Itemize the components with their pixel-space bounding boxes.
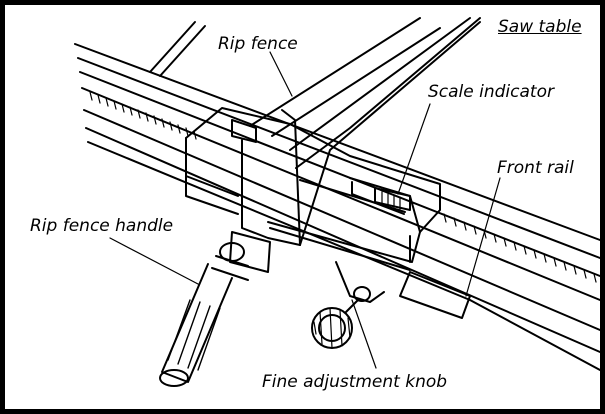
leader-scale xyxy=(397,103,431,195)
fence-head-drawing xyxy=(185,107,441,271)
rip-fence-handle-drawing xyxy=(159,231,271,387)
rip-fence-label: Rip fence xyxy=(218,34,298,54)
saw-table-label: Saw table xyxy=(498,17,582,37)
leader-knob xyxy=(351,299,377,369)
fine-adjustment-knob-label: Fine adjustment knob xyxy=(262,372,448,392)
leader-rip-fence xyxy=(269,51,293,97)
front-rail-label: Front rail xyxy=(497,158,574,178)
leader-lines xyxy=(109,51,501,369)
rip-fence-drawing xyxy=(249,17,481,246)
rail-scale-right xyxy=(443,213,597,283)
leader-handle xyxy=(109,237,199,285)
rail-scale-left xyxy=(89,91,197,140)
front-rail-drawing xyxy=(74,21,601,371)
leader-front-rail xyxy=(465,177,501,297)
fine-adjustment-knob-drawing xyxy=(311,261,385,349)
rip-fence-handle-label: Rip fence handle xyxy=(30,216,174,236)
scale-indicator-label: Scale indicator xyxy=(428,82,554,102)
